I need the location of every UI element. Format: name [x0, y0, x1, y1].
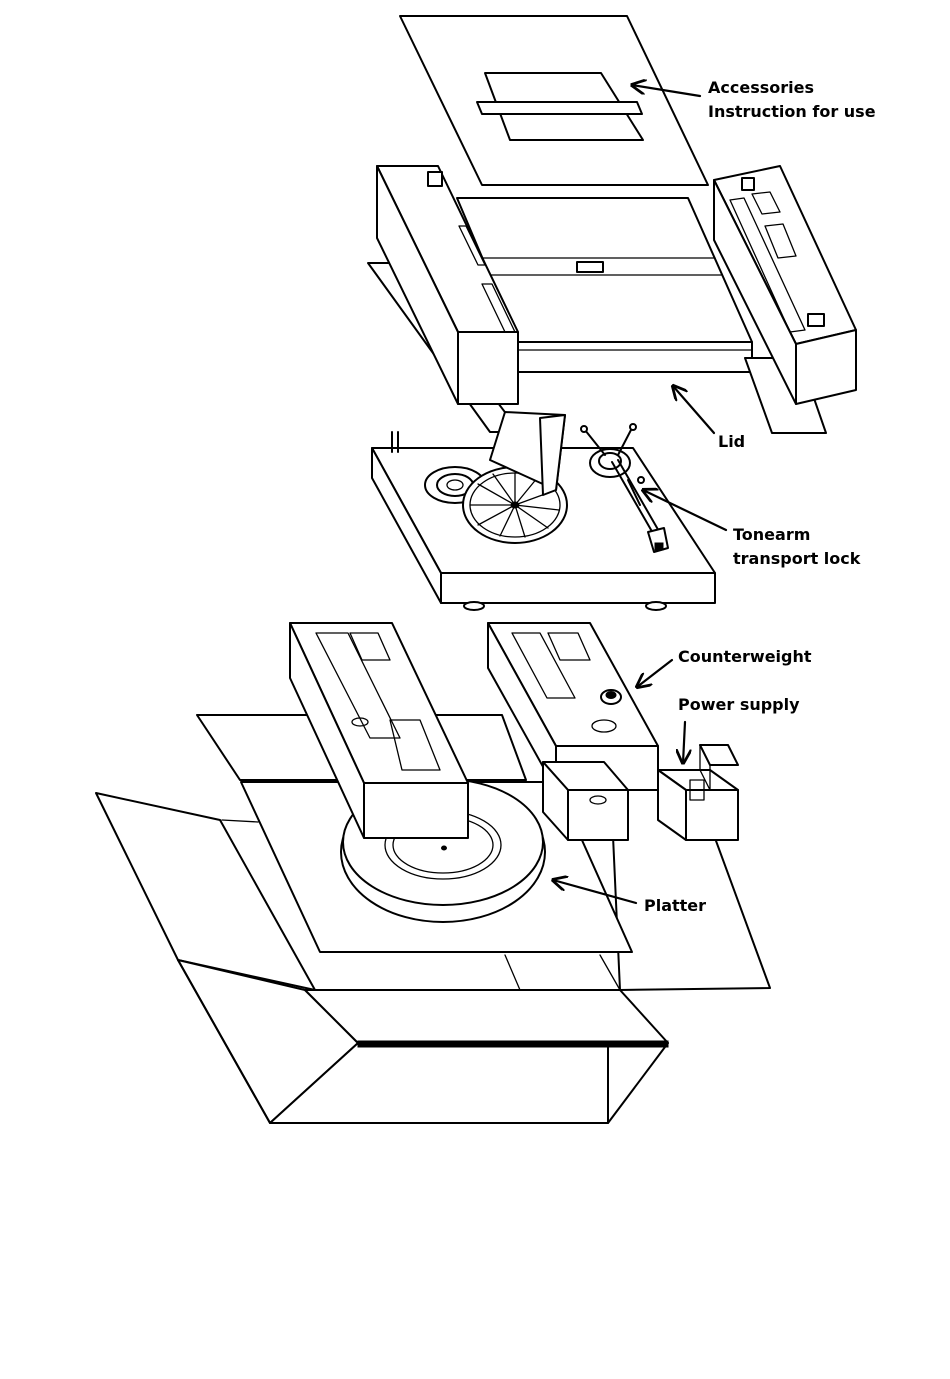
label-accessories: Accessories — [708, 76, 814, 100]
label-counterweight: Counterweight — [678, 645, 812, 669]
label-instruction-for-use: Instruction for use — [708, 100, 876, 124]
power-supply-box — [658, 745, 738, 840]
label-platter: Platter — [644, 894, 706, 918]
turntable — [372, 412, 715, 610]
label-lid: Lid — [718, 430, 745, 454]
counterweight-arrow — [637, 660, 672, 687]
label-power-supply: Power supply — [678, 693, 800, 717]
label-transport-lock: transport lock — [733, 547, 860, 571]
lid-package — [368, 166, 856, 433]
lid-arrow — [673, 386, 714, 433]
accessories-sheet — [400, 16, 708, 185]
power-supply-arrow — [683, 722, 685, 763]
label-tonearm: Tonearm — [733, 523, 810, 547]
